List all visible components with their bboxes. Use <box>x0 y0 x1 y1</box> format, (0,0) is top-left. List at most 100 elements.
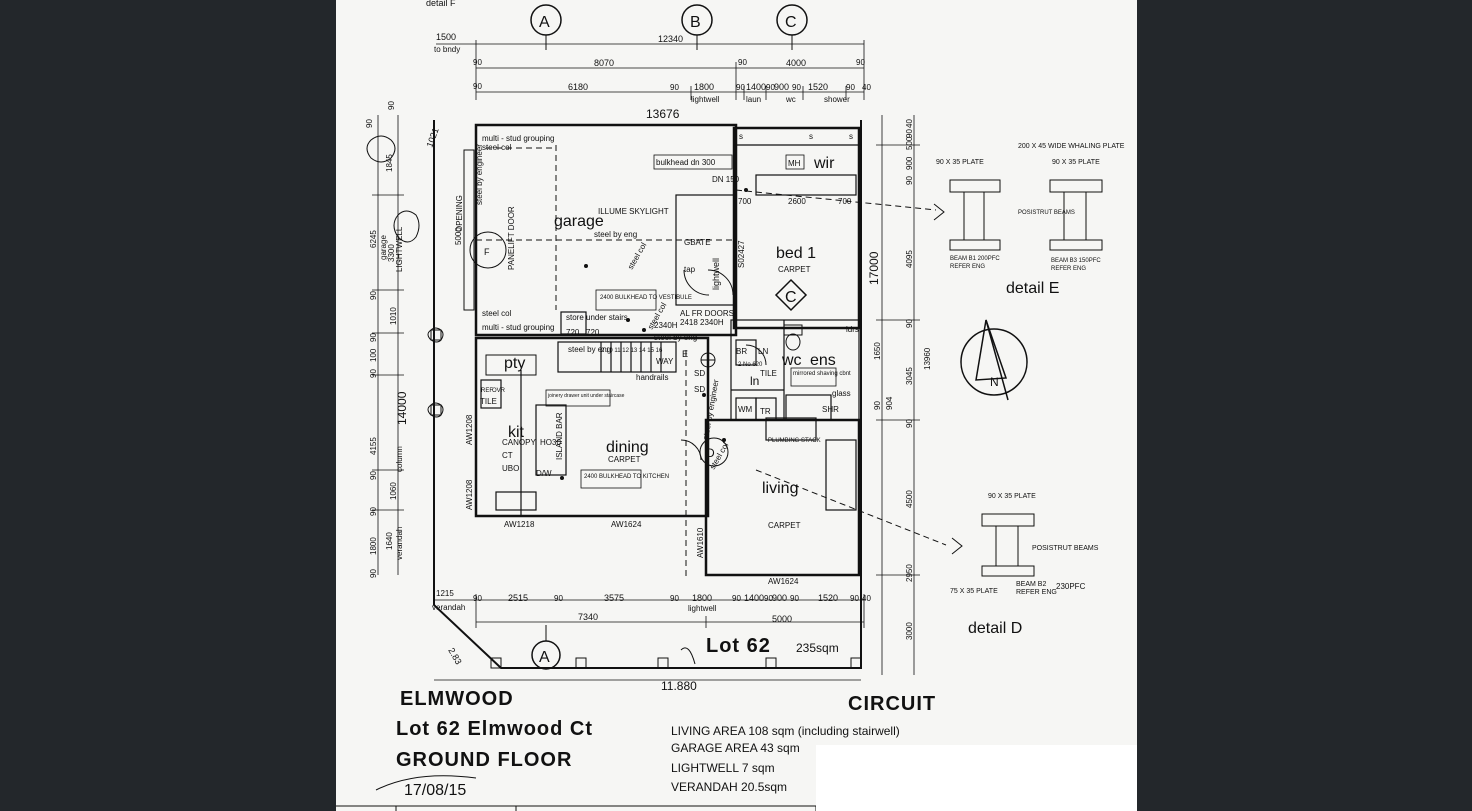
svg-text:4000: 4000 <box>786 58 806 68</box>
svg-text:WM: WM <box>738 405 753 414</box>
svg-text:90: 90 <box>766 83 775 92</box>
svg-text:verandah: verandah <box>395 527 404 560</box>
svg-text:AL FR DOORS: AL FR DOORS <box>680 309 734 318</box>
interior-walls <box>480 144 860 515</box>
svg-text:8070: 8070 <box>594 58 614 68</box>
svg-text:TR: TR <box>760 407 771 416</box>
svg-text:multi - stud grouping: multi - stud grouping <box>482 323 554 332</box>
svg-text:S02427: S02427 <box>737 240 746 268</box>
svg-text:WAY: WAY <box>656 357 674 366</box>
street-name-elmwood: ELMWOOD <box>400 688 514 710</box>
svg-text:904: 904 <box>885 396 894 410</box>
svg-text:verandah: verandah <box>432 603 465 612</box>
svg-text:OPENING: OPENING <box>455 195 464 232</box>
svg-text:MH: MH <box>788 159 801 168</box>
section-marker-e: E <box>682 349 716 368</box>
svg-text:steel by engineer: steel by engineer <box>475 144 484 205</box>
title-ground-floor: GROUND FLOOR <box>396 749 572 771</box>
svg-text:1800: 1800 <box>692 593 712 603</box>
svg-text:2950: 2950 <box>905 564 914 582</box>
svg-text:GBATE: GBATE <box>684 238 711 247</box>
svg-text:steel by eng: steel by eng <box>654 333 697 342</box>
area-verandah: VERANDAH 20.5sqm <box>671 780 787 794</box>
svg-text:720: 720 <box>566 328 580 337</box>
svg-text:5000: 5000 <box>454 227 463 245</box>
svg-text:90: 90 <box>473 58 482 67</box>
svg-text:6180: 6180 <box>568 82 588 92</box>
svg-text:1400: 1400 <box>744 593 764 603</box>
svg-text:720: 720 <box>586 328 600 337</box>
room-linen: ln <box>750 374 759 388</box>
svg-text:N: N <box>990 375 999 389</box>
svg-text:OVR: OVR <box>492 388 506 394</box>
svg-text:REF: REF <box>481 388 493 394</box>
svg-text:AW1208: AW1208 <box>465 414 474 445</box>
svg-text:1845: 1845 <box>385 154 394 172</box>
svg-text:REFER ENG: REFER ENG <box>1016 589 1057 596</box>
svg-text:4155: 4155 <box>369 437 378 455</box>
svg-text:500: 500 <box>905 136 914 150</box>
svg-text:F: F <box>484 247 490 257</box>
svg-text:PLUMBING STACK: PLUMBING STACK <box>768 438 821 444</box>
svg-text:BR: BR <box>736 347 747 356</box>
svg-text:40: 40 <box>905 119 914 128</box>
svg-text:1021: 1021 <box>424 126 440 148</box>
svg-text:90: 90 <box>856 58 865 67</box>
svg-text:A: A <box>539 649 550 666</box>
svg-text:steel by eng: steel by eng <box>594 230 637 239</box>
svg-text:garage: garage <box>379 235 388 260</box>
svg-text:17000: 17000 <box>867 251 881 285</box>
column-markers <box>560 188 748 480</box>
svg-text:90: 90 <box>554 594 563 603</box>
svg-text:4095: 4095 <box>905 250 914 268</box>
svg-text:40: 40 <box>862 594 871 603</box>
svg-text:1640: 1640 <box>385 532 394 550</box>
svg-text:2418 2340H: 2418 2340H <box>680 318 724 327</box>
svg-text:12340: 12340 <box>658 34 683 44</box>
svg-text:90: 90 <box>670 594 679 603</box>
section-marker-f: F <box>469 231 507 269</box>
room-living: living <box>762 480 798 497</box>
svg-text:steel by eng: steel by eng <box>568 345 611 354</box>
svg-text:SD: SD <box>694 369 705 378</box>
svg-text:SHR: SHR <box>822 405 839 414</box>
lot-number: Lot 62 <box>706 635 771 657</box>
svg-text:90 X 35 PLATE: 90 X 35 PLATE <box>1052 159 1100 166</box>
detail-e: 90 X 35 PLATE 200 X 45 WIDE WHALING PLAT… <box>936 143 1125 297</box>
building-walls <box>474 123 861 577</box>
detail-d-title: detail D <box>968 620 1022 637</box>
svg-text:joinery drawer unit under stai: joinery drawer unit under staircase <box>547 393 625 399</box>
svg-text:13960: 13960 <box>923 347 932 370</box>
room-dining: dining <box>606 439 649 456</box>
svg-text:2 No 620: 2 No 620 <box>738 362 763 368</box>
svg-text:1800: 1800 <box>694 82 714 92</box>
svg-text:90: 90 <box>369 471 378 480</box>
svg-text:C: C <box>785 289 797 306</box>
svg-text:90: 90 <box>670 83 679 92</box>
area-lightwell: LIGHTWELL 7 sqm <box>671 761 775 775</box>
svg-text:D/W: D/W <box>536 469 552 478</box>
svg-text:BEAM B2: BEAM B2 <box>1016 581 1046 588</box>
bottom-dimensions <box>434 594 865 681</box>
svg-text:90: 90 <box>736 83 745 92</box>
svg-text:90: 90 <box>738 58 747 67</box>
north-arrow-icon: N <box>960 319 1028 401</box>
svg-text:UBO: UBO <box>502 464 519 473</box>
svg-text:3000: 3000 <box>905 622 914 640</box>
svg-text:1215: 1215 <box>436 589 454 598</box>
svg-text:s: s <box>849 132 853 141</box>
svg-text:tap: tap <box>684 265 696 274</box>
svg-text:laun: laun <box>746 95 761 104</box>
svg-text:90: 90 <box>369 291 378 300</box>
lot-area: 235sqm <box>796 641 839 655</box>
svg-text:90: 90 <box>387 101 396 110</box>
svg-text:1800: 1800 <box>369 537 378 555</box>
grid-marker-a-bottom: A <box>531 625 561 670</box>
svg-text:multi - stud grouping: multi - stud grouping <box>482 134 554 143</box>
svg-text:1500: 1500 <box>436 32 456 42</box>
svg-text:90: 90 <box>905 319 914 328</box>
svg-text:90 X 35 PLATE: 90 X 35 PLATE <box>988 493 1036 500</box>
svg-text:90: 90 <box>473 594 482 603</box>
svg-text:B: B <box>690 14 701 31</box>
